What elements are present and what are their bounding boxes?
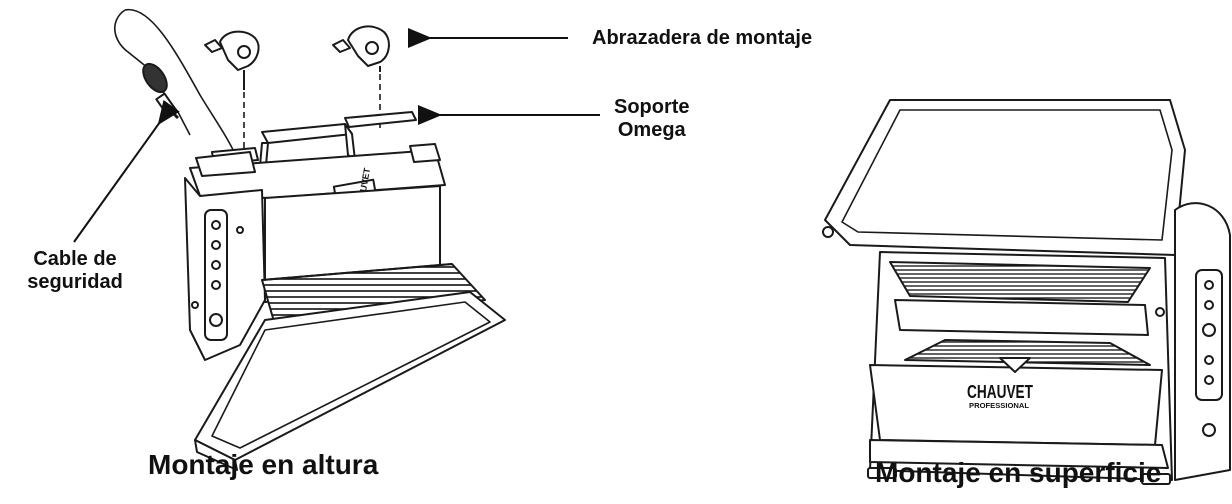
hanging-mount-caption: Montaje en altura (148, 449, 379, 480)
mounting-clamp-right (332, 25, 390, 72)
hanging-fixture: CHAUVET (114, 8, 506, 471)
safety-cable (114, 8, 241, 166)
cable-label-line2: seguridad (27, 271, 123, 293)
omega-bracket-label: Soporte Omega (614, 96, 690, 142)
surface-fixture: CHAUVET PROFESSIONAL (822, 99, 1231, 485)
omega-label-line1: Soporte (614, 96, 690, 118)
callout-arrows (73, 28, 600, 243)
omega-label-line2: Omega (617, 119, 686, 141)
surface-mount-caption: Montaje en superficie (875, 457, 1162, 488)
cable-arrow (73, 99, 180, 243)
mounting-clamp-left (204, 30, 260, 90)
cable-label-line1: Cable de (33, 248, 117, 270)
clamp-label: Abrazadera de montaje (592, 27, 813, 49)
safety-cable-label: Cable de seguridad (0, 248, 150, 294)
surface-brand-logo: CHAUVET (967, 382, 1033, 402)
surface-brand-sub-logo: PROFESSIONAL (969, 403, 1030, 410)
